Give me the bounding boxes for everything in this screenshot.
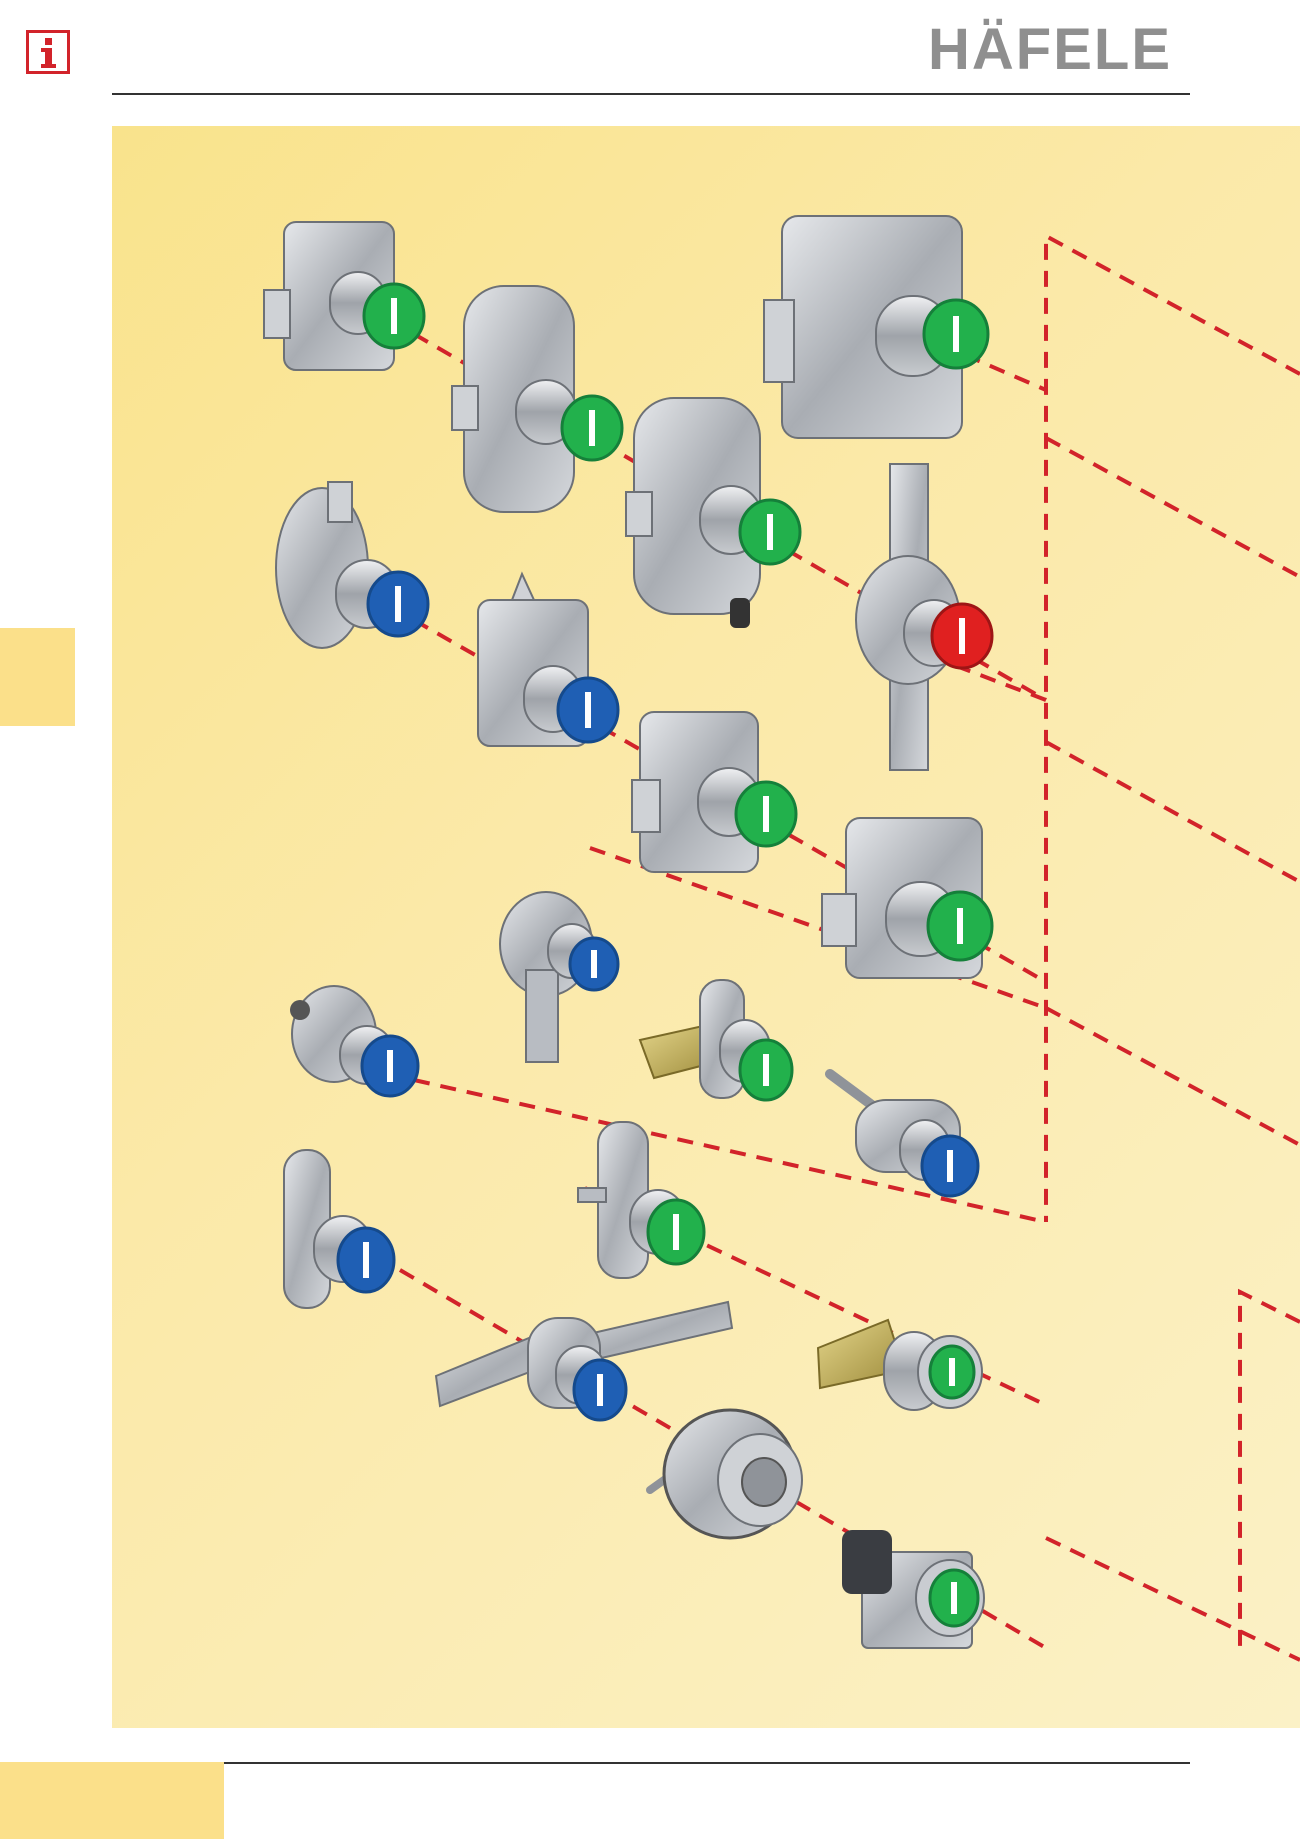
lock-9 — [821, 817, 994, 979]
lock-17 — [816, 1318, 983, 1411]
section-tab — [0, 628, 75, 726]
lock-18 — [646, 1408, 803, 1540]
lock-10 — [499, 891, 620, 1063]
lock-14 — [283, 1149, 396, 1309]
header-rule — [112, 93, 1190, 95]
lock-3 — [763, 215, 990, 439]
lock-6 — [477, 571, 620, 747]
lock-12 — [638, 979, 794, 1102]
info-icon — [26, 30, 70, 74]
lock-2 — [451, 285, 624, 513]
footer-tab — [0, 1762, 224, 1839]
hafele-logo: HÄFELE — [928, 17, 1172, 82]
lock-19 — [842, 1530, 985, 1649]
footer-rule — [224, 1762, 1190, 1764]
lock-5 — [275, 481, 430, 649]
lock-11 — [290, 985, 420, 1098]
lock-7 — [631, 711, 798, 873]
lock-8 — [855, 463, 994, 771]
lock-4 — [625, 397, 802, 628]
lock-16 — [434, 1300, 734, 1422]
lock-13 — [825, 1069, 980, 1198]
lock-1 — [263, 221, 426, 371]
lock-15 — [577, 1121, 706, 1279]
